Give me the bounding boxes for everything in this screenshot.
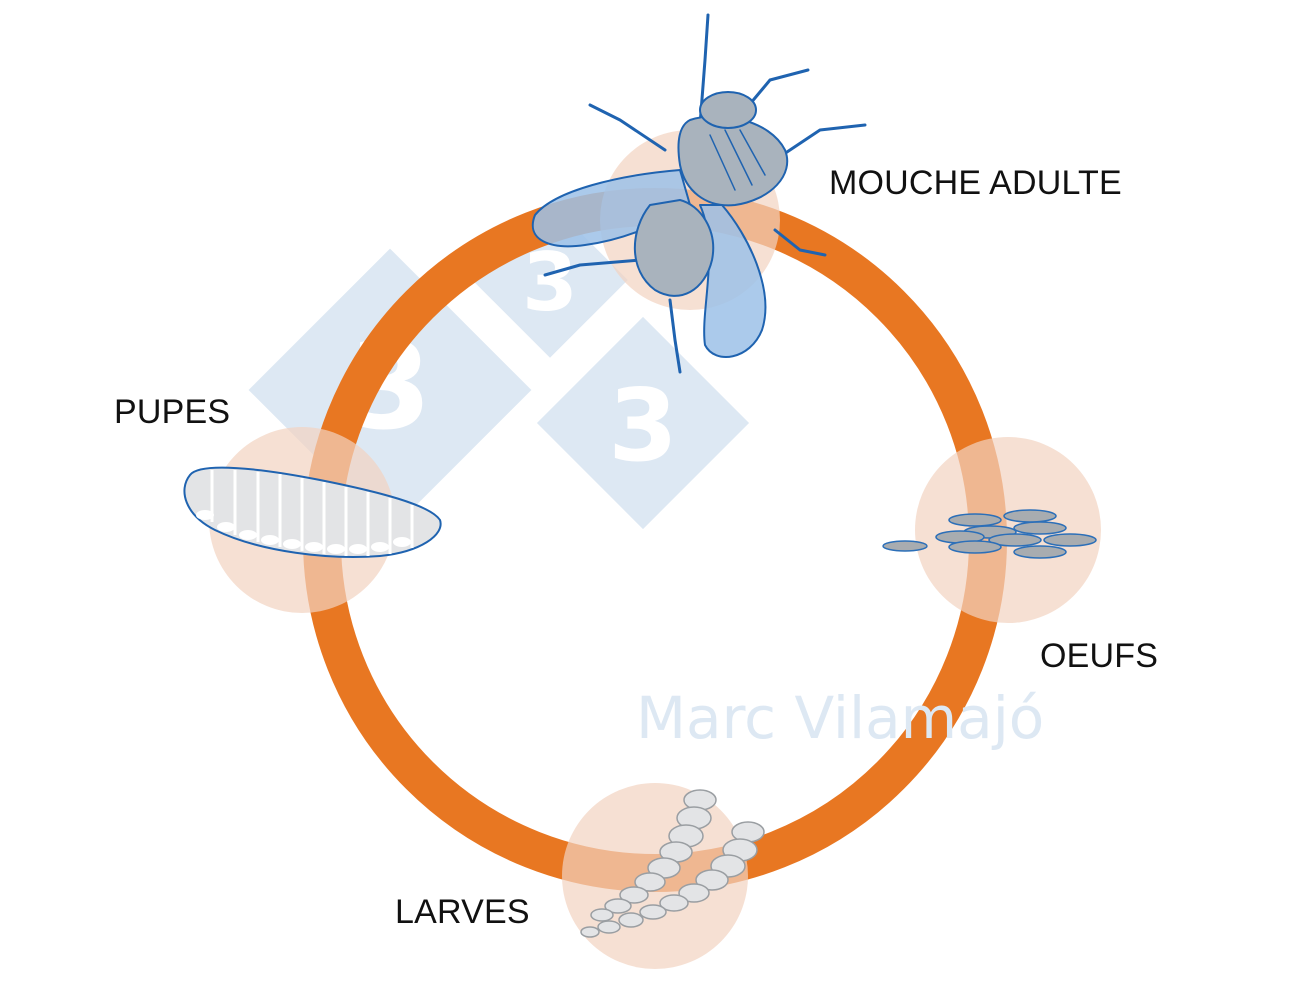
svg-text:3: 3 [522,236,578,329]
pupa-icon [183,466,442,558]
fly-icon [532,13,867,374]
larvae-icon [580,789,765,938]
eggs-icon [882,509,1097,559]
svg-text:3: 3 [608,367,678,484]
watermark-text: Marc Vilamajó [636,684,1045,752]
label-eggs: OEUFS [1040,637,1159,675]
label-pupae: PUPES [114,393,231,431]
label-larvae: LARVES [395,893,530,931]
label-adult: MOUCHE ADULTE [829,164,1122,202]
